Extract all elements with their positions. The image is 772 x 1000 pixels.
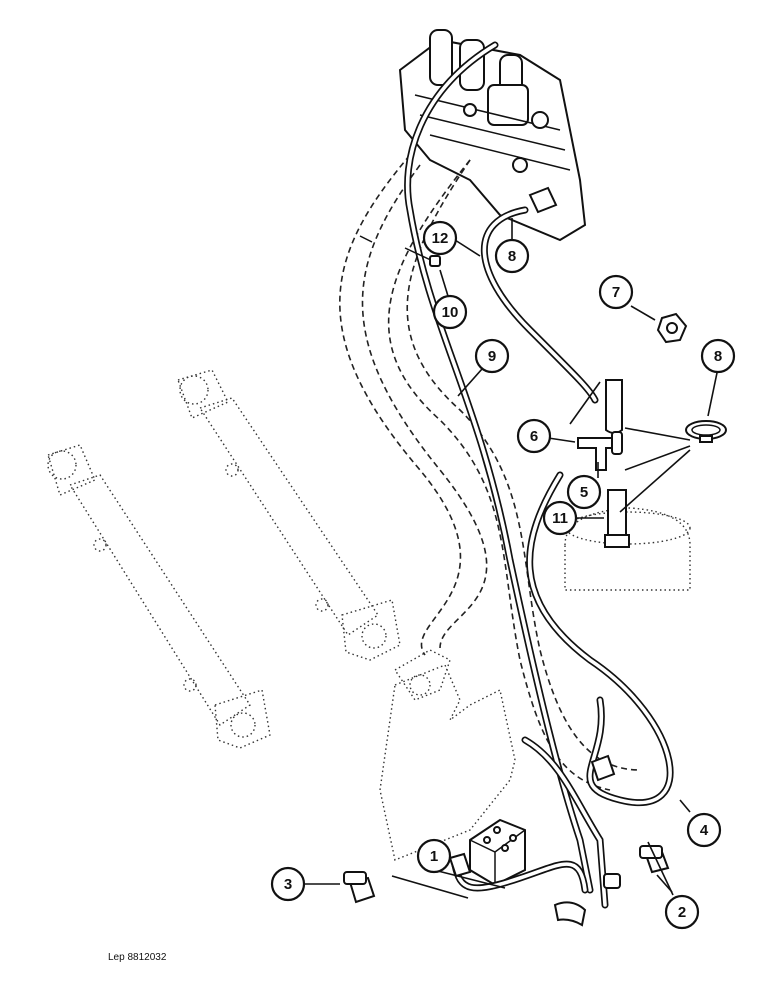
fitting-part-3: [343, 871, 376, 904]
fitting-part-2: [639, 845, 670, 874]
nut-part-7: [656, 312, 688, 344]
tee-connector-part-5-6: [577, 431, 623, 471]
callout-8-top: 8: [494, 238, 530, 274]
svg-text:2: 2: [678, 904, 686, 921]
callout-9: 9: [474, 338, 510, 374]
control-valve: [398, 29, 587, 242]
hose-end-fittings: [448, 754, 616, 927]
fitting-lower-small: [603, 873, 621, 889]
callout-3: 3: [270, 866, 306, 902]
svg-text:8: 8: [714, 348, 722, 365]
hose-lower: [451, 736, 609, 909]
hydraulic-ram-left: [47, 444, 271, 749]
svg-text:5: 5: [580, 484, 588, 501]
hydraulic-ram-right: [177, 369, 401, 661]
callout-6: 6: [516, 418, 552, 454]
svg-text:6: 6: [530, 428, 538, 445]
svg-text:1: 1: [430, 848, 438, 865]
callout-2: 2: [664, 894, 700, 930]
hose-12: [480, 206, 599, 404]
callout-4: 4: [686, 812, 722, 848]
hydraulic-tank: [564, 507, 691, 591]
callout-11: 11: [542, 500, 578, 536]
callout-7: 7: [598, 274, 634, 310]
callout-1: 1: [416, 838, 452, 874]
pipe-part-11: [604, 489, 630, 548]
svg-text:4: 4: [700, 822, 709, 839]
svg-text:8: 8: [508, 248, 516, 265]
straight-pipe: [605, 379, 623, 434]
reference-code: Lep 8812032: [108, 952, 167, 963]
manifold-block: [469, 818, 526, 887]
svg-text:10: 10: [442, 304, 459, 321]
hose-9: [404, 41, 594, 894]
callout-12: 12: [422, 220, 458, 256]
callout-5: 5: [566, 474, 602, 510]
hose-4: [526, 471, 674, 806]
svg-text:7: 7: [612, 284, 620, 301]
svg-text:12: 12: [432, 230, 449, 247]
callout-8-right: 8: [700, 338, 736, 374]
bolt-part-10: [359, 235, 441, 267]
callout-10: 10: [432, 294, 468, 330]
svg-text:9: 9: [488, 348, 496, 365]
hose-clamp-part-8: [685, 420, 727, 443]
svg-text:11: 11: [552, 510, 568, 527]
mounting-bracket: [379, 649, 516, 861]
hose-runs-hidden: [339, 154, 641, 791]
svg-text:3: 3: [284, 876, 292, 893]
